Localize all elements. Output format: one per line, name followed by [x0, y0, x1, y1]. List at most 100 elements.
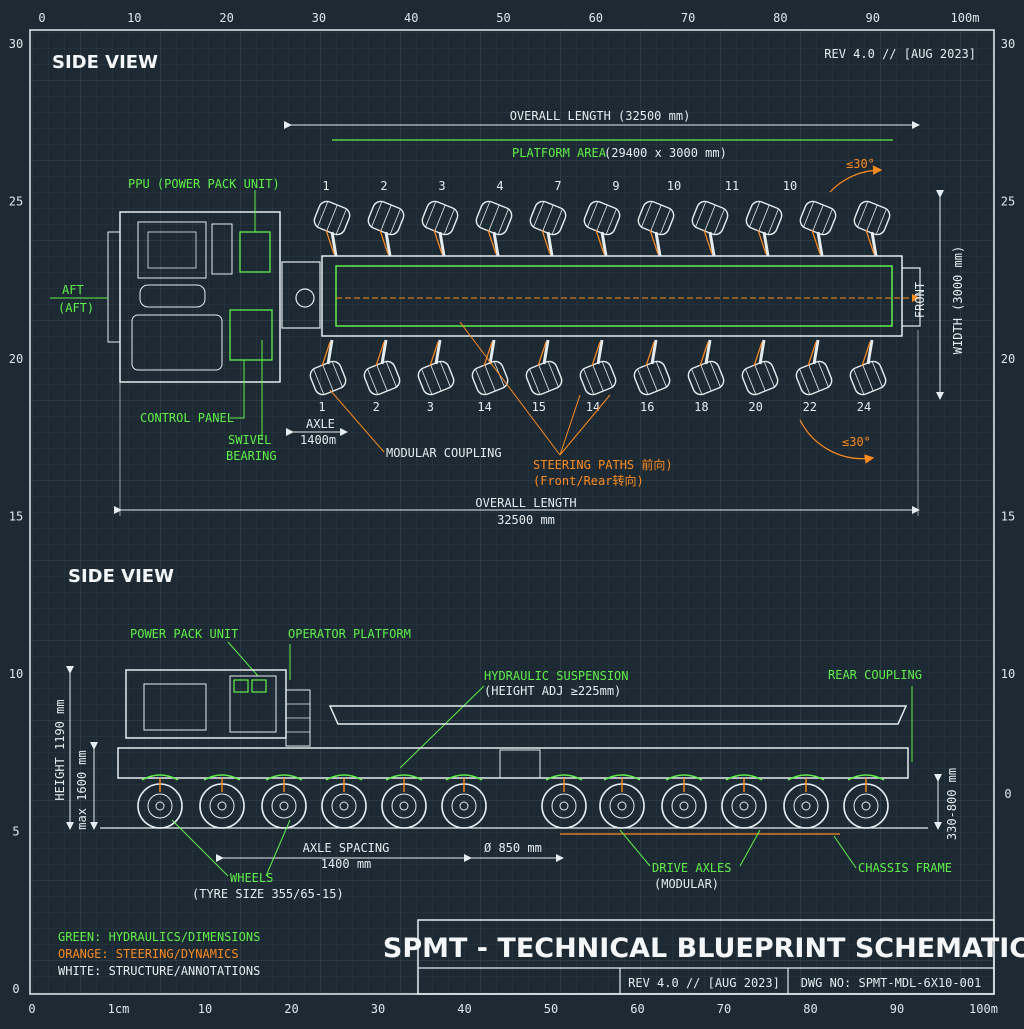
side-hub: [801, 801, 811, 811]
chassis-frame-leader: [833, 835, 857, 869]
steering-cylinder: [861, 341, 871, 367]
side-wheel: [721, 774, 767, 829]
steering-arm: [384, 231, 392, 257]
axle-number-top: 7: [554, 179, 561, 193]
tyre-tread: [430, 364, 442, 392]
side-hub: [217, 801, 227, 811]
steering-arm: [546, 231, 554, 257]
ground-clear-label: 330-800 mm: [945, 768, 959, 840]
scale-tick-label: 10: [9, 667, 23, 681]
steering-paths-sub: (Front/Rear转向): [533, 473, 644, 488]
side-hub: [399, 801, 409, 811]
steering-arm: [596, 339, 604, 365]
platform-deck: [321, 255, 903, 337]
aft-label: AFT: [62, 283, 84, 297]
scale-tick-label: 30: [9, 37, 23, 51]
bottom-overall-length-dim: 32500 mm: [497, 513, 555, 527]
side-suspension: [445, 774, 483, 781]
axle-number-top: 9: [612, 179, 619, 193]
side-hub: [559, 801, 569, 811]
side-suspension: [603, 774, 641, 781]
side-rim: [609, 793, 635, 819]
axle-label: AXLE: [306, 417, 335, 431]
tyre-tread: [367, 368, 379, 395]
steering-cylinder: [433, 229, 443, 255]
side-suspension: [847, 774, 885, 781]
side-rim: [793, 793, 819, 819]
top-view-heading: SIDE VIEW: [52, 52, 158, 73]
steering-arm: [812, 339, 820, 365]
side-wheel: [783, 774, 829, 829]
tyre-tread: [857, 201, 869, 228]
steering-arm: [330, 231, 338, 257]
bearing-label: BEARING: [226, 449, 277, 463]
steering-cylinder: [429, 341, 439, 367]
wheel-module: [799, 200, 837, 236]
axle-number-top: 10: [783, 179, 797, 193]
swivel-label: SWIVEL: [228, 433, 271, 447]
swivel-bearing-ring: [295, 288, 315, 308]
side-gauge-a: [233, 679, 249, 693]
modular-coupling-label: MODULAR COUPLING: [386, 446, 502, 460]
scale-tick-label: 40: [457, 1002, 471, 1016]
scale-tick-label: 0: [1004, 787, 1011, 801]
tyre-tread: [812, 204, 824, 232]
hydraulic-suspension-leader: [399, 685, 485, 769]
tyre-tread: [695, 201, 707, 228]
steering-cylinder: [703, 229, 713, 255]
front-label: FRONT: [913, 282, 927, 318]
tyre-tread: [551, 208, 563, 235]
wheel-dia-label: Ø 850 mm: [484, 841, 542, 855]
side-hub: [459, 801, 469, 811]
tyre-tread: [322, 364, 334, 392]
scale-tick-label: 60: [630, 1002, 644, 1016]
axle-number-top: 10: [667, 179, 681, 193]
overall-length-label: OVERALL LENGTH (32500 mm): [510, 109, 691, 123]
tyre-tread: [745, 368, 757, 395]
steering-cylinder: [321, 341, 331, 367]
steering-cylinder: [595, 229, 605, 255]
scale-tick-label: 1cm: [108, 1002, 130, 1016]
steering-cylinder: [591, 341, 601, 367]
steering-cylinder: [487, 229, 497, 255]
legend-orange: ORANGE: STEERING/DYNAMICS: [58, 947, 239, 961]
steering-arm: [650, 339, 658, 365]
tyre-tread: [389, 208, 401, 235]
side-platform-deck: [328, 705, 908, 725]
axle-number-top: 1: [322, 179, 329, 193]
steering-arm: [708, 231, 716, 257]
swivel-housing: [281, 261, 321, 329]
side-rim: [551, 793, 577, 819]
control-panel-label: CONTROL PANEL: [140, 411, 234, 425]
tyre-tread: [425, 201, 437, 228]
tyre-tread: [596, 204, 608, 232]
scale-tick-label: 25: [9, 195, 23, 209]
steering-arm: [762, 231, 770, 257]
steering-paths-leader: [459, 321, 611, 456]
steering-cylinder: [811, 229, 821, 255]
bottom-wheel-row: [309, 339, 887, 396]
steering-arm: [600, 231, 608, 257]
tyre-tread: [754, 364, 766, 392]
tyre-tread: [763, 361, 775, 388]
engine-block: [137, 221, 207, 279]
wheels-label: WHEELS: [230, 871, 273, 885]
axle-dim: 1400m: [300, 433, 336, 447]
side-hub: [279, 801, 289, 811]
steer-angle-arc-top: [829, 165, 883, 193]
axle-number-bottom: 22: [803, 400, 817, 414]
steering-cylinder: [541, 229, 551, 255]
scale-tick-label: 0: [12, 982, 19, 996]
modular-coupling-leader: [329, 389, 385, 453]
tyre-tread: [488, 204, 500, 232]
axle-number-bottom: 20: [748, 400, 762, 414]
aft-sub-label: (AFT): [58, 301, 94, 315]
tyre-tread: [331, 361, 343, 388]
tyre-tread: [646, 364, 658, 392]
tyre-tread: [592, 364, 604, 392]
axle-number-bottom: 18: [694, 400, 708, 414]
side-suspension: [265, 774, 303, 781]
scale-tick-label: 10: [127, 11, 141, 25]
